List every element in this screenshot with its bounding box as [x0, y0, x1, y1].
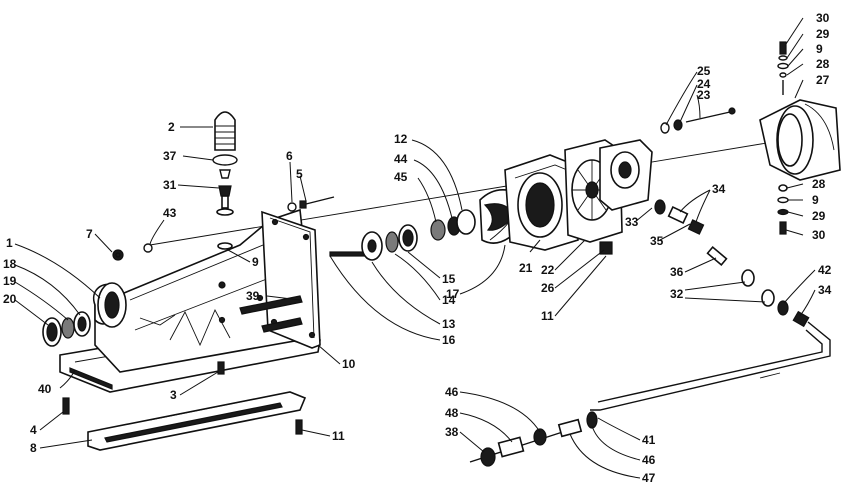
callout-46-right: 46: [642, 453, 656, 467]
leader-lines: [14, 17, 816, 479]
part-bleed-fittings: [654, 199, 810, 328]
callout-39: 39: [246, 289, 260, 303]
callout-29-top: 29: [816, 27, 830, 41]
part-jet-housing: [93, 208, 311, 373]
part-washer-set-left: [112, 242, 233, 261]
callout-3: 3: [170, 388, 177, 402]
callout-22: 22: [541, 263, 555, 277]
callout-1: 1: [6, 236, 13, 250]
part-nozzle-seals: [42, 311, 91, 347]
callout-21: 21: [519, 261, 533, 275]
callout-29-bottom: 29: [812, 209, 826, 223]
callout-2: 2: [168, 120, 175, 134]
part-bolts: [217, 361, 303, 435]
callout-45: 45: [394, 170, 408, 184]
callout-19: 19: [3, 274, 17, 288]
callout-27: 27: [816, 73, 830, 87]
callout-33: 33: [625, 215, 639, 229]
callout-34-bottom: 34: [818, 283, 832, 297]
callout-10: 10: [342, 357, 356, 371]
callout-44: 44: [394, 152, 408, 166]
callout-9-bottom: 9: [812, 193, 819, 207]
callout-30-top: 30: [816, 11, 830, 25]
callout-28-top: 28: [816, 57, 830, 71]
part-spring-assembly: [212, 111, 238, 216]
callout-6: 6: [286, 149, 293, 163]
part-shaft-bolt: [287, 196, 335, 212]
callout-46-left: 46: [445, 385, 459, 399]
callout-7: 7: [86, 227, 93, 241]
callout-12: 12: [394, 132, 408, 146]
callout-5: 5: [296, 167, 303, 181]
callout-14: 14: [442, 293, 456, 307]
part-tie-bolt: [660, 107, 736, 134]
callout-11-bottom: 11: [332, 429, 345, 443]
part-bearing-cap: [599, 139, 653, 255]
callout-28-bottom: 28: [812, 177, 826, 191]
callout-9-top: 9: [816, 42, 823, 56]
callout-30-bottom: 30: [812, 228, 826, 242]
callout-48: 48: [445, 406, 459, 420]
callout-15: 15: [442, 272, 456, 286]
callout-11-mid: 11: [541, 309, 554, 323]
part-wear-ring-housing: [504, 154, 579, 251]
part-bearing-stack: [329, 209, 476, 261]
callout-41: 41: [642, 433, 656, 447]
callout-4: 4: [30, 423, 37, 437]
callout-16: 16: [442, 333, 456, 347]
callout-9-left: 9: [252, 255, 259, 269]
callout-47: 47: [642, 471, 656, 485]
callout-20: 20: [3, 292, 17, 306]
callout-24: 24: [697, 77, 711, 91]
callout-23: 23: [697, 88, 711, 102]
callout-17: 17: [446, 287, 460, 301]
callout-42: 42: [818, 263, 832, 277]
callout-26: 26: [541, 281, 555, 295]
callout-36: 36: [670, 265, 684, 279]
callout-31: 31: [163, 178, 177, 192]
callout-43: 43: [163, 206, 177, 220]
callout-40: 40: [38, 382, 52, 396]
callout-38: 38: [445, 425, 459, 439]
part-steering-nozzle: [759, 99, 841, 181]
part-pivot-hardware: [777, 41, 789, 235]
assembly-axis: [149, 139, 786, 246]
part-flush-hose: [590, 321, 831, 411]
callout-18: 18: [3, 257, 17, 271]
callout-labels: 2 37 31 7 43 6 5 1 18 19 20 9 39 40 4 8 …: [3, 11, 832, 485]
callout-8: 8: [30, 441, 37, 455]
callout-35: 35: [650, 234, 664, 248]
callout-37: 37: [163, 149, 177, 163]
callout-32: 32: [670, 287, 684, 301]
callout-34-top: 34: [712, 182, 726, 196]
part-transom-plate: [239, 210, 321, 349]
part-hose-fittings: [469, 411, 598, 467]
callout-25: 25: [697, 64, 711, 78]
part-ride-plate: [87, 391, 307, 451]
callout-13: 13: [442, 317, 456, 331]
